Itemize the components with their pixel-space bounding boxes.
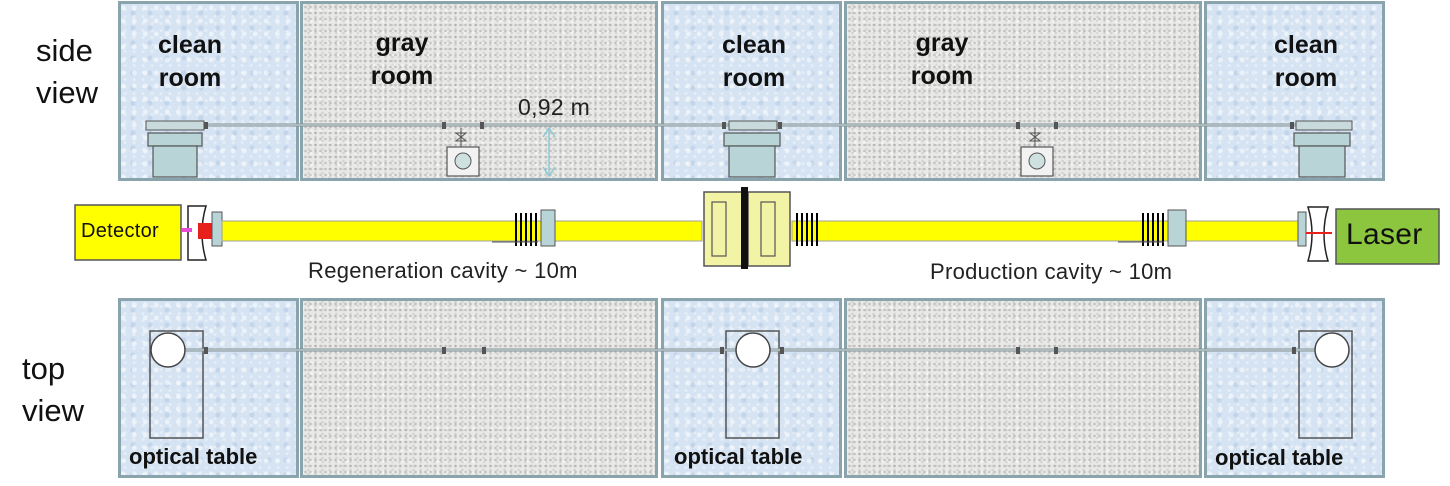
- clean-room-label-3: clean room: [1274, 31, 1338, 92]
- regeneration-beam: [221, 220, 703, 242]
- regeneration-cavity-label: Regeneration cavity ~ 10m: [308, 258, 578, 283]
- gray-room-side-2: [844, 1, 1202, 181]
- chamber-2: [735, 332, 771, 368]
- detector-lens: [182, 205, 212, 261]
- side-table-1: [145, 120, 205, 178]
- top-view-label: top view: [22, 351, 85, 428]
- clean-room-label-1: clean room: [158, 31, 222, 92]
- side-view-label: side view: [36, 33, 99, 110]
- clean-room-side-1: [118, 1, 299, 181]
- optical-table-label-2: optical table: [674, 444, 803, 469]
- height-dimension-arrow: [542, 126, 556, 178]
- side-table-2: [723, 120, 781, 178]
- detector-box: [74, 204, 182, 261]
- clean-room-side-2: [661, 1, 842, 181]
- clean-room-label-2: clean room: [722, 31, 786, 92]
- gray-room-top-1: [300, 298, 658, 478]
- gray-room-top-2: [844, 298, 1202, 478]
- laser-lens: [1306, 206, 1332, 262]
- regeneration-mirrors: [492, 209, 556, 247]
- clean-room-top-3: [1204, 298, 1385, 478]
- gray-room-label-1: gray room: [370, 29, 434, 90]
- pump-1: [446, 128, 480, 177]
- clean-room-top-2: [661, 298, 842, 478]
- optical-table-3: [1298, 330, 1353, 439]
- chamber-1: [150, 332, 186, 368]
- central-wall-chamber: [703, 187, 791, 269]
- pump-2: [1020, 128, 1054, 177]
- detector-label: Detector: [81, 220, 159, 242]
- optical-table-label-1: optical table: [129, 444, 258, 469]
- optical-table-label-3: optical table: [1215, 445, 1344, 470]
- optical-table-1: [149, 330, 204, 439]
- chamber-3: [1314, 332, 1350, 368]
- production-mirrors-near: [796, 213, 818, 246]
- optical-table-2: [725, 330, 780, 439]
- side-table-3: [1293, 120, 1353, 178]
- production-mirrors-far: [1118, 209, 1187, 247]
- production-cavity-label: Production cavity ~ 10m: [930, 259, 1173, 284]
- laser-label: Laser: [1346, 218, 1423, 251]
- laser-box: [1335, 208, 1440, 265]
- gray-room-label-2: gray room: [910, 29, 974, 90]
- height-dimension-label: 0,92 m: [518, 94, 591, 120]
- clean-room-side-3: [1204, 1, 1385, 181]
